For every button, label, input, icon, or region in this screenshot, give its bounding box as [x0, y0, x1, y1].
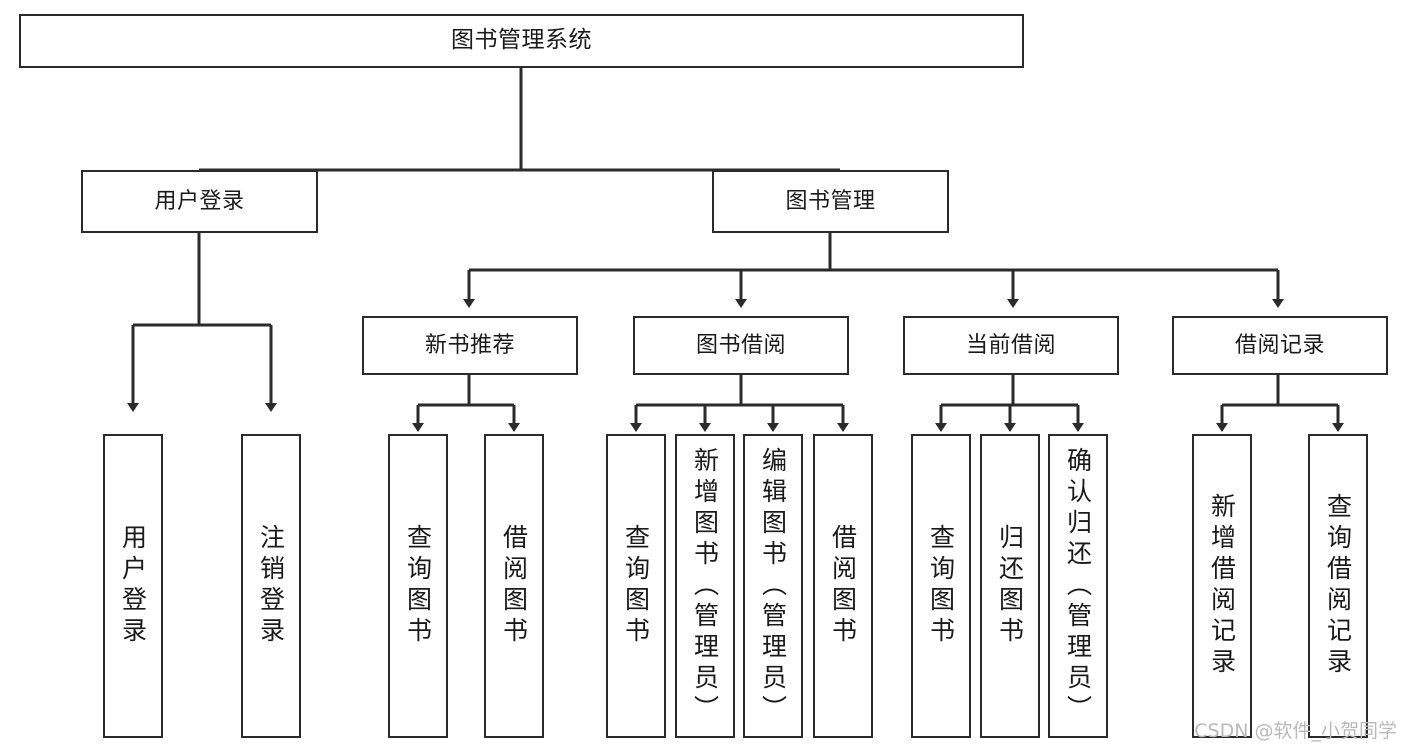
leaf-query-borrow-record[interactable]: 查询借阅记录: [1308, 434, 1368, 738]
node-book-management-label: 图书管理: [785, 188, 876, 214]
node-current-borrow-label: 当前借阅: [965, 332, 1056, 358]
node-root[interactable]: 图书管理系统: [19, 14, 1024, 68]
leaf-confirm-return-admin-label: 确认归还（管理员）: [1063, 446, 1093, 726]
leaf-add-book-admin-label: 新增图书（管理员）: [690, 446, 720, 726]
leaf-query-book-current-label: 查询图书: [926, 524, 956, 648]
leaf-add-book-admin[interactable]: 新增图书（管理员）: [675, 434, 735, 738]
leaf-query-borrow-record-label: 查询借阅记录: [1323, 493, 1353, 679]
leaf-add-borrow-record[interactable]: 新增借阅记录: [1192, 434, 1252, 738]
node-current-borrow[interactable]: 当前借阅: [903, 316, 1119, 375]
leaf-query-book-newbook-label: 查询图书: [403, 524, 433, 648]
node-user-login-label: 用户登录: [154, 188, 245, 214]
node-user-login[interactable]: 用户登录: [81, 170, 318, 233]
leaf-borrow-book-label: 借阅图书: [828, 524, 858, 648]
node-root-label: 图书管理系统: [451, 27, 592, 54]
node-borrow-records[interactable]: 借阅记录: [1172, 316, 1388, 375]
csdn-watermark: CSDN @软件_小贺同学: [1194, 720, 1397, 742]
leaf-logout-label: 注销登录: [256, 524, 286, 648]
node-borrow-records-label: 借阅记录: [1234, 332, 1325, 358]
leaf-add-borrow-record-label: 新增借阅记录: [1207, 493, 1237, 679]
leaf-logout[interactable]: 注销登录: [241, 434, 301, 738]
leaf-user-login[interactable]: 用户登录: [103, 434, 163, 738]
leaf-return-book[interactable]: 归还图书: [980, 434, 1040, 738]
leaf-borrow-book[interactable]: 借阅图书: [813, 434, 873, 738]
leaf-edit-book-admin-label: 编辑图书（管理员）: [758, 446, 788, 726]
leaf-confirm-return-admin[interactable]: 确认归还（管理员）: [1048, 434, 1108, 738]
leaf-query-book-borrow-label: 查询图书: [621, 524, 651, 648]
leaf-query-book-current[interactable]: 查询图书: [911, 434, 971, 738]
node-new-book-recommend-label: 新书推荐: [424, 332, 515, 358]
node-book-borrow[interactable]: 图书借阅: [633, 316, 849, 375]
leaf-borrow-book-newbook[interactable]: 借阅图书: [484, 434, 544, 738]
leaf-query-book-borrow[interactable]: 查询图书: [606, 434, 666, 738]
leaf-edit-book-admin[interactable]: 编辑图书（管理员）: [743, 434, 803, 738]
leaf-return-book-label: 归还图书: [995, 524, 1025, 648]
leaf-user-login-label: 用户登录: [118, 524, 148, 648]
leaf-borrow-book-newbook-label: 借阅图书: [499, 524, 529, 648]
node-book-borrow-label: 图书借阅: [695, 332, 786, 358]
node-new-book-recommend[interactable]: 新书推荐: [362, 316, 578, 375]
leaf-query-book-newbook[interactable]: 查询图书: [388, 434, 448, 738]
node-book-management[interactable]: 图书管理: [712, 170, 949, 233]
